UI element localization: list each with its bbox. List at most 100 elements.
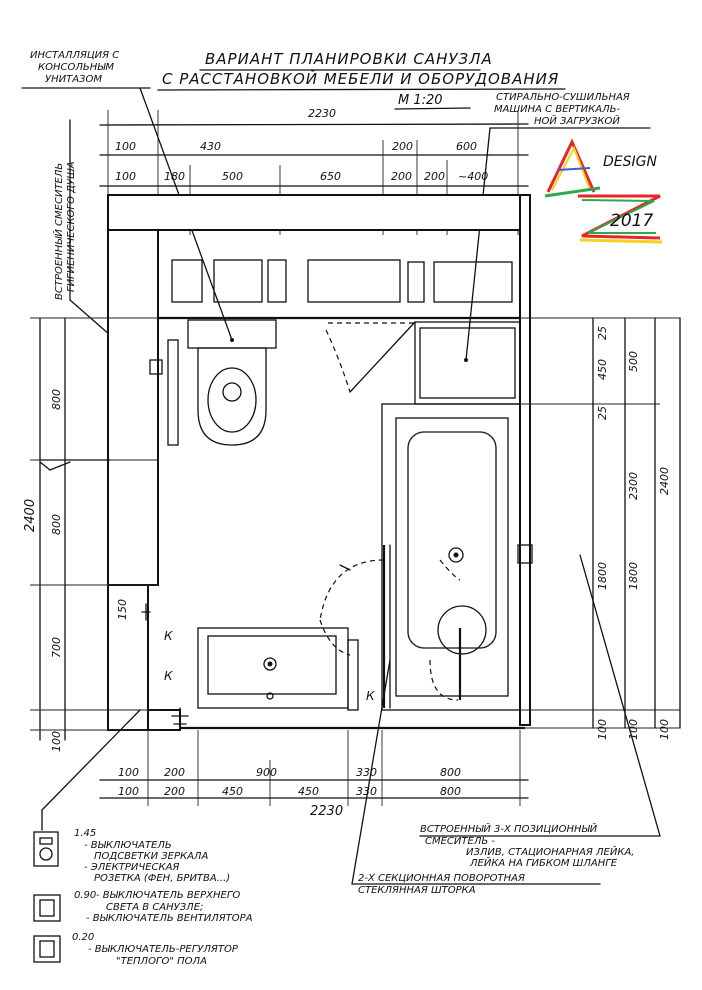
top-r2-100: 100 <box>115 170 136 183</box>
washing-machine <box>325 321 521 405</box>
legend-3-line-2: "ТЕПЛОГО" ПОЛА <box>116 956 207 967</box>
glass-curtain <box>319 544 391 709</box>
bottom-r1-200: 200 <box>164 766 185 779</box>
right-dim-500: 500 <box>627 351 640 372</box>
legend-1-line-4: РОЗЕТКА (ФЕН, БРИТВА...) <box>94 873 230 884</box>
legend-1-line-1: - ВЫКЛЮЧАТЕЛЬ <box>84 840 172 851</box>
note-toilet-line-2: КОНСОЛЬНЫМ <box>38 62 114 73</box>
top-r1-430: 430 <box>200 140 221 153</box>
note-washer-line-1: СТИРАЛЬНО-СУШИЛЬНАЯ <box>496 92 630 103</box>
top-r2-650: 650 <box>320 170 341 183</box>
socket-switch-icon <box>33 831 59 867</box>
mark-k-3: К <box>366 689 375 703</box>
shelf-box-2 <box>213 259 263 303</box>
bottom-r2-450a: 450 <box>222 785 243 798</box>
bottom-r1-100: 100 <box>118 766 139 779</box>
mark-k-1: К <box>164 629 173 643</box>
shower-mixer <box>517 544 533 564</box>
shower-head-circle <box>437 605 487 655</box>
right-dim-25b: 25 <box>596 406 609 420</box>
top-r2-400: ~400 <box>458 170 488 183</box>
vanity-sink: К К К <box>141 603 375 725</box>
bottom-r1-800: 800 <box>440 766 461 779</box>
scale-label: М 1:20 <box>398 93 443 108</box>
logo-year: 2017 <box>610 211 653 231</box>
note-toilet-line-1: ИНСТАЛЛЯЦИЯ С <box>30 50 119 61</box>
legend-2-line-3: - ВЫКЛЮЧАТЕЛЬ ВЕНТИЛЯТОРА <box>86 913 253 924</box>
legend-1-height: 1.45 <box>74 828 96 839</box>
note-washer-line-3: НОЙ ЗАГРУЗКОЙ <box>534 114 620 127</box>
top-r2-200a: 200 <box>391 170 412 183</box>
left-dim-800b: 800 <box>50 514 63 535</box>
bottom-dimensions: 100 200 900 330 800 100 200 450 450 330 … <box>99 730 529 819</box>
bottom-r1-900: 900 <box>256 766 277 779</box>
note-mixer-line-2: СМЕСИТЕЛЬ - <box>425 836 495 847</box>
legend-1-line-3: - ЭЛЕКТРИЧЕСКАЯ <box>84 862 179 873</box>
shelf-box-3 <box>267 259 287 303</box>
note-mixer-curtain: ВСТРОЕННЫЙ 3-Х ПОЗИЦИОННЫЙ СМЕСИТЕЛЬ - И… <box>351 554 661 896</box>
note-hygienic-shower: ВСТРОЕННЫЙ СМЕСИТЕЛЬ ГИГИЕНИЧЕСКОГО ДУША <box>52 161 77 300</box>
right-dimensions: 25 450 25 500 1800 1800 2300 2400 100 10… <box>520 317 681 740</box>
bottom-r2-200: 200 <box>164 785 185 798</box>
title-line-1: ВАРИАНТ ПЛАНИРОВКИ САНУЗЛА <box>205 50 493 68</box>
note-curtain-line-1: 2-Х СЕКЦИОННАЯ ПОВОРОТНАЯ <box>358 873 525 884</box>
top-r2-200b: 200 <box>424 170 445 183</box>
legend-1-line-2: ПОДСВЕТКИ ЗЕРКАЛА <box>94 851 208 862</box>
shelf-box-1 <box>171 259 203 303</box>
bottom-r1-330: 330 <box>356 766 377 779</box>
logo-design-word: DESIGN <box>603 154 657 170</box>
left-dim-700: 700 <box>50 637 63 658</box>
hygienic-shower-mixer <box>149 359 163 375</box>
bottom-total-dim: 2230 <box>310 804 343 819</box>
right-dim-100c: 100 <box>658 719 671 740</box>
note-toilet-line-3: УНИТАЗОМ <box>45 74 102 85</box>
shelf-box-6 <box>433 261 513 303</box>
right-dim-2300: 2300 <box>627 472 640 500</box>
right-dim-1800b: 1800 <box>627 562 640 590</box>
bathtub <box>381 403 533 711</box>
left-dim-150: 150 <box>116 599 129 620</box>
note-washer: СТИРАЛЬНО-СУШИЛЬНАЯ МАШИНА С ВЕРТИКАЛЬ- … <box>464 92 651 362</box>
left-dim-100: 100 <box>50 731 63 752</box>
legend-2-height: 0.90 <box>74 890 96 901</box>
note-mixer-line-3: ИЗЛИВ, СТАЦИОНАРНАЯ ЛЕЙКА, <box>466 845 634 858</box>
bottom-r2-800: 800 <box>440 785 461 798</box>
note-shower-line-1: ВСТРОЕННЫЙ СМЕСИТЕЛЬ <box>52 163 65 300</box>
right-dim-1800a: 1800 <box>596 562 609 590</box>
top-r2-180: 180 <box>164 170 185 183</box>
bottom-r2-330: 330 <box>356 785 377 798</box>
top-dimensions: 2230 100 430 200 600 100 180 500 650 200… <box>99 107 529 235</box>
legend-2-line-2: СВЕТА В САНУЗЛЕ; <box>106 902 203 913</box>
left-dim-800a: 800 <box>50 389 63 410</box>
left-total-dim: 2400 <box>23 499 38 532</box>
note-mixer-line-1: ВСТРОЕННЫЙ 3-Х ПОЗИЦИОННЫЙ <box>420 822 598 835</box>
top-r1-200: 200 <box>392 140 413 153</box>
top-r1-600: 600 <box>456 140 477 153</box>
title-line-2: С РАССТАНОВКОЙ МЕБЕЛИ И ОБОРУДОВАНИЯ <box>162 69 559 88</box>
right-dim-25a: 25 <box>596 326 609 340</box>
note-washer-line-2: МАШИНА С ВЕРТИКАЛЬ- <box>494 104 620 115</box>
top-r2-500: 500 <box>222 170 243 183</box>
legend-2-line-1: - ВЫКЛЮЧАТЕЛЬ ВЕРХНЕГО <box>96 890 240 901</box>
title-block: ВАРИАНТ ПЛАНИРОВКИ САНУЗЛА С РАССТАНОВКО… <box>157 50 566 110</box>
bottom-r2-450b: 450 <box>298 785 319 798</box>
floor-heating-switch-icon <box>33 935 61 963</box>
right-dim-450: 450 <box>596 359 609 380</box>
top-total-dim: 2230 <box>308 107 336 120</box>
note-mixer-line-4: ЛЕЙКА НА ГИБКОМ ШЛАНГЕ <box>469 856 618 869</box>
legend-3-line-1: - ВЫКЛЮЧАТЕЛЬ-РЕГУЛЯТОР <box>88 944 239 955</box>
light-switch-icon <box>33 894 61 922</box>
mark-k-2: К <box>164 669 173 683</box>
shelf-box-5 <box>407 261 425 303</box>
legend-3-height: 0.20 <box>72 932 94 943</box>
room-walls <box>107 194 531 731</box>
hygienic-shower-holder <box>167 339 179 446</box>
az-design-logo: DESIGN 2017 <box>544 138 663 244</box>
right-dim-100a: 100 <box>596 719 609 740</box>
upper-shelf-cabinet <box>157 229 521 319</box>
top-r1-100: 100 <box>115 140 136 153</box>
legend-switches: 1.45 - ВЫКЛЮЧАТЕЛЬ ПОДСВЕТКИ ЗЕРКАЛА - Э… <box>33 709 253 967</box>
bottom-r2-100: 100 <box>118 785 139 798</box>
wall-hung-toilet <box>149 319 277 446</box>
